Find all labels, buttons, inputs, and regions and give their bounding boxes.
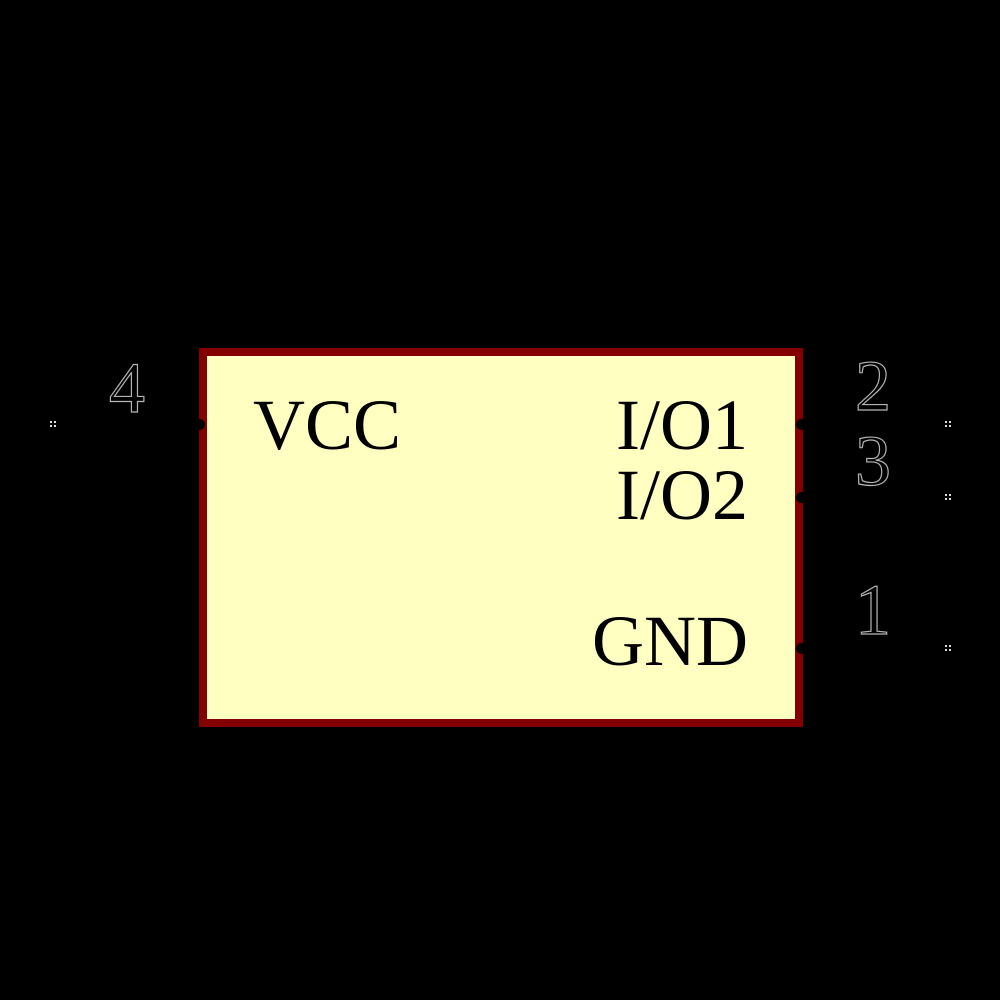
pin-name-gnd: GND xyxy=(592,601,748,681)
pin-end-marker-icon-3 xyxy=(945,494,947,496)
pin-number-2[interactable]: 2 xyxy=(854,346,891,426)
pin-connection-dot-3[interactable] xyxy=(796,492,807,503)
pin-name-io2: I/O2 xyxy=(616,455,748,535)
pin-name-vcc: VCC xyxy=(253,385,402,465)
pin-line-1[interactable] xyxy=(803,647,948,649)
pin-connection-dot-4[interactable] xyxy=(194,419,205,430)
pin-name-io1: I/O1 xyxy=(616,385,748,465)
symbol-body[interactable] xyxy=(199,348,803,727)
pin-line-2[interactable] xyxy=(803,423,948,425)
pin-end-marker-icon-1 xyxy=(945,645,947,647)
pin-end-marker-icon-2 xyxy=(945,421,947,423)
pin-number-4[interactable]: 4 xyxy=(108,348,145,428)
pin-number-3[interactable]: 3 xyxy=(854,421,891,501)
pin-line-3[interactable] xyxy=(803,497,948,499)
pin-connection-dot-1[interactable] xyxy=(796,643,807,654)
pin-connection-dot-2[interactable] xyxy=(796,419,807,430)
pin-number-1[interactable]: 1 xyxy=(854,570,891,650)
pin-line-4[interactable] xyxy=(53,424,199,426)
pin-end-marker-icon-4 xyxy=(50,421,52,423)
